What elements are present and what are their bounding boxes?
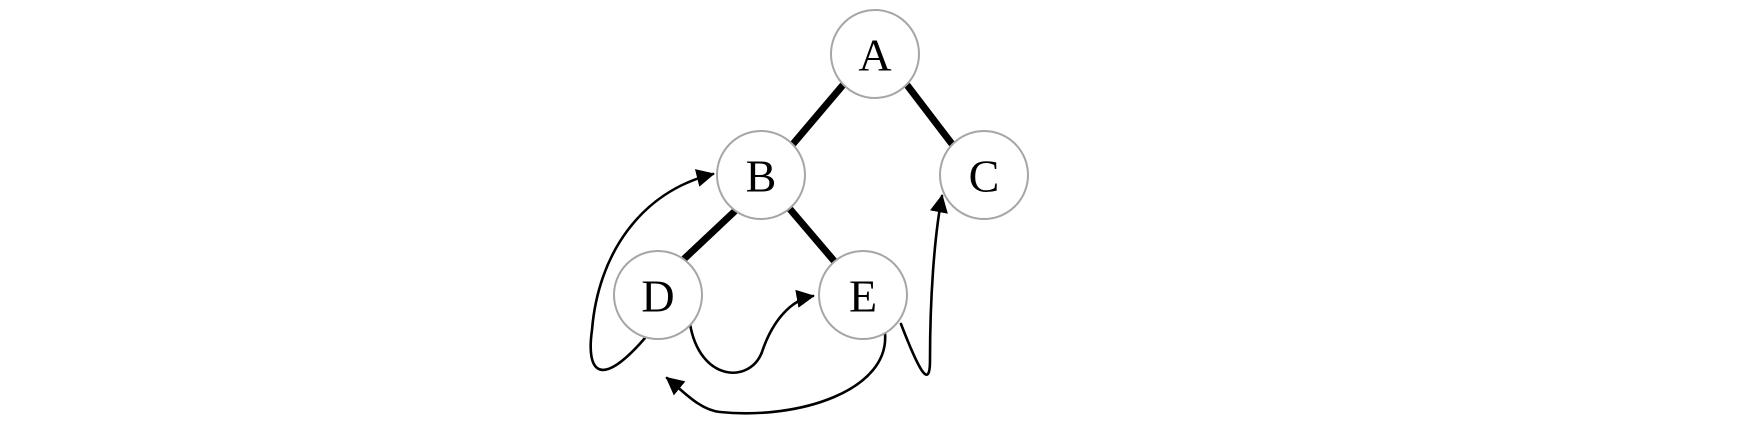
- node-a[interactable]: A: [830, 9, 920, 99]
- tree-edge-a-b: [790, 82, 846, 147]
- node-b-circle[interactable]: [716, 130, 806, 220]
- tree-edge-a-c: [904, 82, 955, 147]
- curved-edge-d-to-e: [688, 289, 815, 374]
- node-c-circle[interactable]: [939, 130, 1029, 220]
- tree-edge-b-d: [681, 208, 738, 262]
- curved-edge-e-to-c: [899, 194, 948, 376]
- tree-edge-group: [681, 82, 955, 265]
- node-group: A B C D E: [613, 9, 1029, 340]
- node-c[interactable]: C: [939, 130, 1029, 220]
- node-d[interactable]: D: [613, 250, 703, 340]
- node-e[interactable]: E: [818, 250, 908, 340]
- tree-edge-b-e: [786, 205, 838, 265]
- node-e-circle[interactable]: [818, 250, 908, 340]
- curved-edge-group: [589, 169, 948, 415]
- node-a-circle[interactable]: [830, 9, 920, 99]
- node-d-circle[interactable]: [613, 250, 703, 340]
- curved-edge-d-to-b: [589, 169, 715, 372]
- curved-edge-e-to-d: [665, 331, 887, 415]
- node-b[interactable]: B: [716, 130, 806, 220]
